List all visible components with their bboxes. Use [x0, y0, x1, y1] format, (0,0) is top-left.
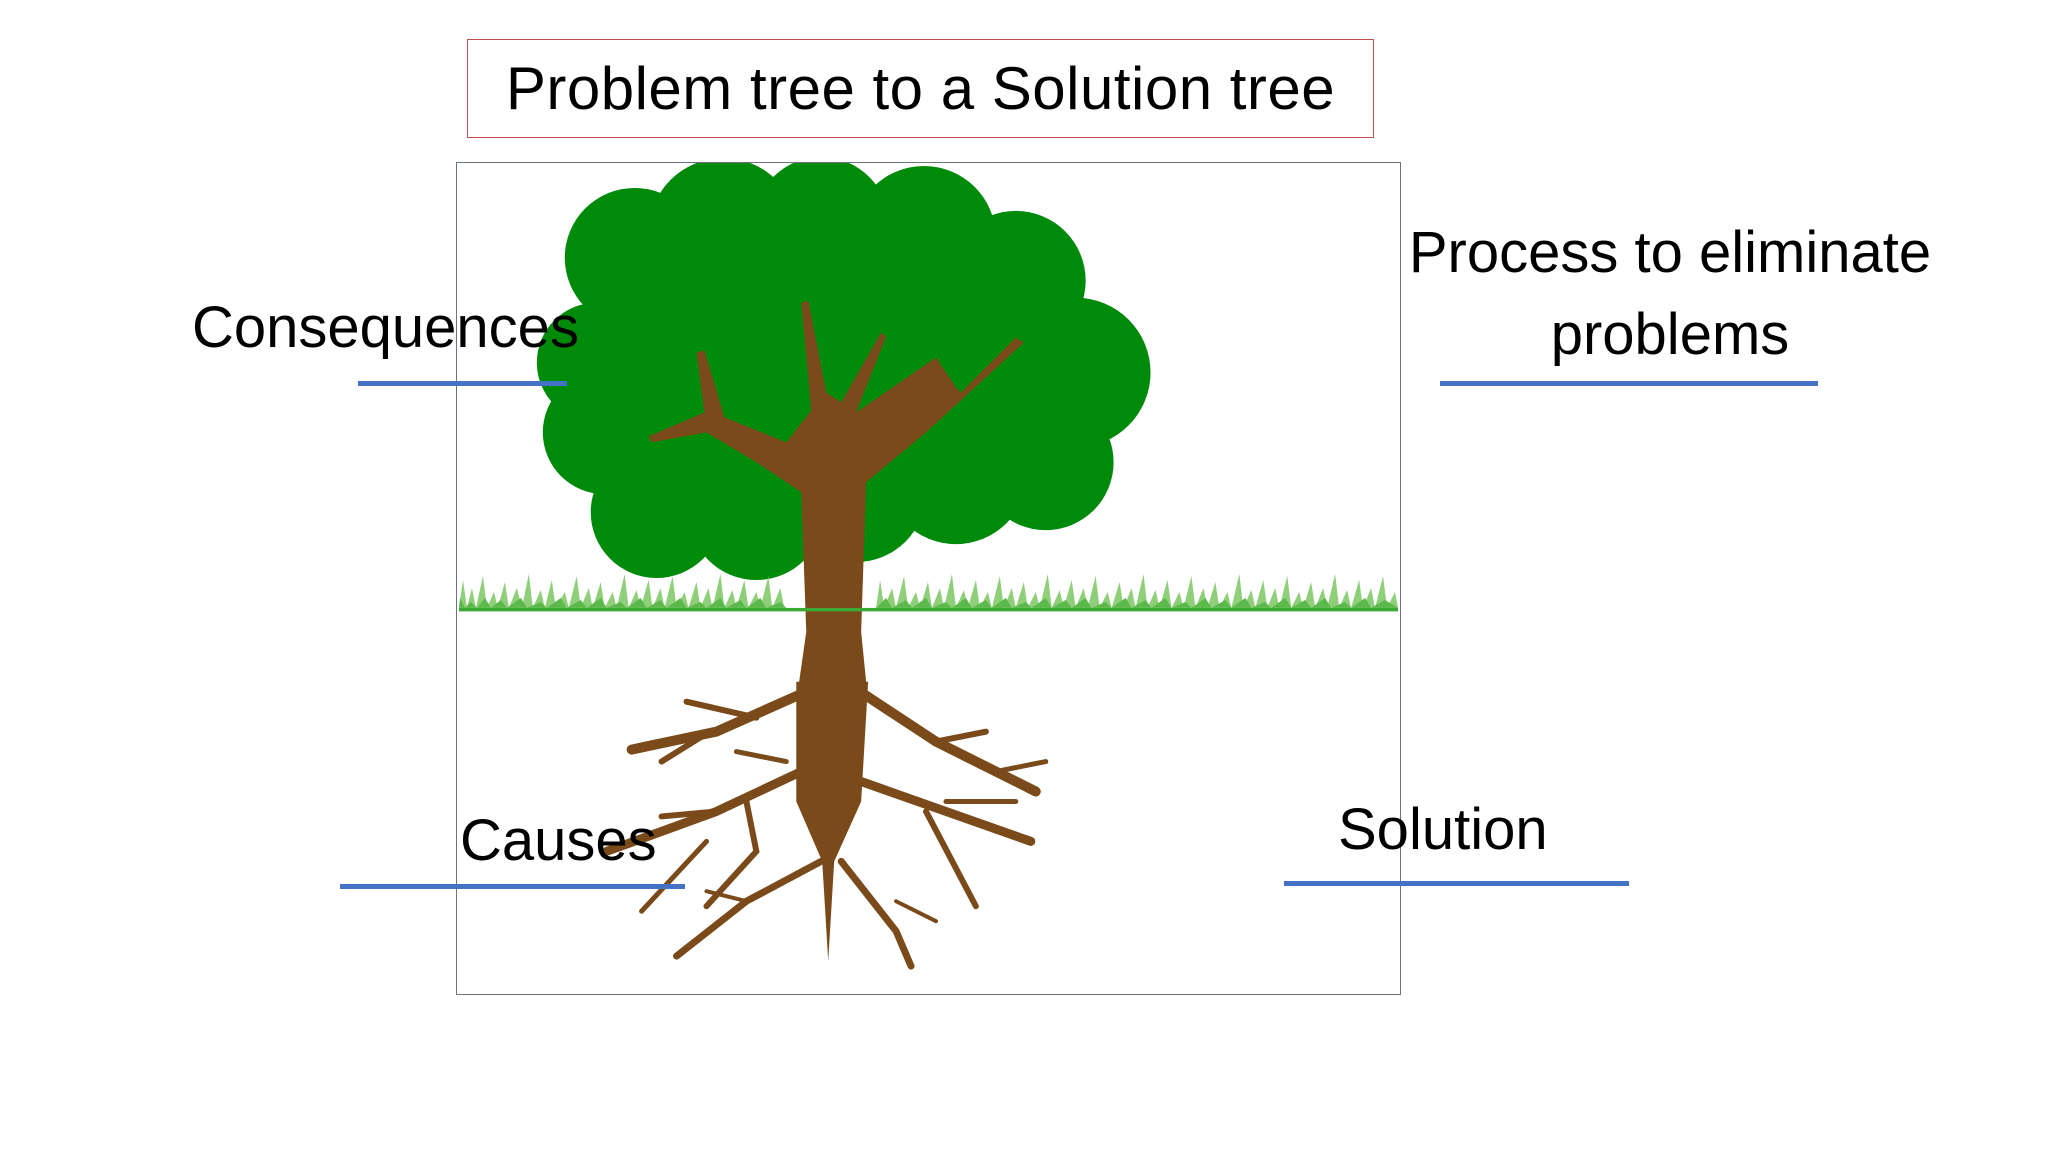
consequences-label: Consequences: [192, 295, 579, 360]
tree-trunk: [648, 300, 1024, 702]
process-to-eliminate-problems-label: Process to eliminate problems: [1408, 220, 1932, 368]
solution-label: Solution: [1338, 797, 1548, 862]
consequences-blank-line: [358, 381, 567, 386]
tree-picture: [456, 162, 1401, 995]
causes-blank-line: [340, 884, 685, 889]
slide-title: Problem tree to a Solution tree: [467, 39, 1374, 138]
process-blank-line: [1440, 381, 1818, 386]
solution-blank-line: [1284, 881, 1629, 886]
grass-strip: [458, 574, 1399, 612]
causes-label: Causes: [460, 808, 657, 873]
tree-with-roots-icon: [458, 163, 1399, 970]
tree-roots: [602, 681, 1049, 970]
